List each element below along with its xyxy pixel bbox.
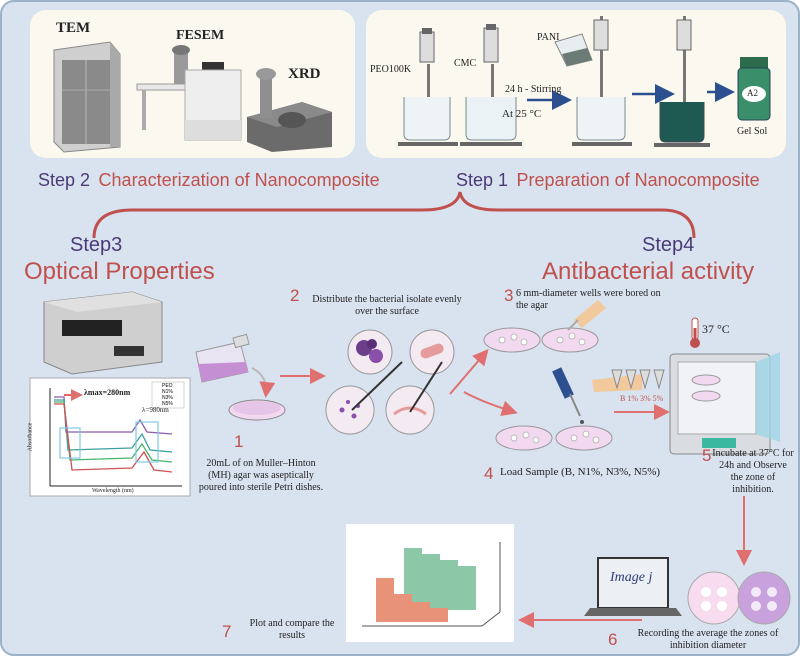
step-1-number: 1 xyxy=(234,432,244,451)
step-5-text: Incubate at 37°C for 24h and Observe the… xyxy=(712,448,794,495)
tem-label: TEM xyxy=(56,20,91,36)
step-2-number: 2 xyxy=(290,286,300,305)
step2-number: Step 2 xyxy=(38,170,91,190)
legend-n1: N1% xyxy=(162,389,173,395)
step1-title: Preparation of Nanocomposite xyxy=(516,170,760,190)
y-axis-label: Absorbance xyxy=(27,422,34,452)
step-2-text: Distribute the bacterial isolate evenly … xyxy=(312,294,462,317)
thermometer-icon xyxy=(690,317,700,348)
image-j-label: Image j xyxy=(610,570,653,585)
step-4-text: Load Sample (B, N1%, N3%, N5%) xyxy=(500,466,661,478)
step1-number: Step 1 xyxy=(456,170,509,190)
fesem-instrument-icon xyxy=(136,45,242,141)
incubator-temp-label: 37 °C xyxy=(702,322,730,336)
legend-peo: PEO xyxy=(162,383,173,389)
spectrophotometer-icon xyxy=(43,291,163,375)
step-3-text: 6 mm-diameter wells were bored on the ag… xyxy=(516,288,661,311)
inhibition-zone-plates xyxy=(687,571,791,625)
laptop-icon xyxy=(584,557,682,616)
peak2-label: λ=980nm xyxy=(142,406,169,414)
step2-header: Step 2 Characterization of Nanocomposite xyxy=(38,170,380,191)
steps-bracket xyxy=(92,191,696,239)
gel-sol-label: Gel Sol xyxy=(737,126,768,137)
stirring-label: 24 h - Stirring xyxy=(505,84,562,95)
loaded-plates xyxy=(495,425,613,451)
x-axis-label: Wavelength (nm) xyxy=(92,488,134,494)
bacteria-spread-plates xyxy=(325,329,455,435)
petri-dish-agar xyxy=(228,399,286,421)
spectrum-legend: PEO N1% N3% N5% xyxy=(162,383,173,407)
cmc-beaker-stirrer xyxy=(460,24,522,146)
vial-label: A2 xyxy=(747,88,758,98)
gel-vial xyxy=(737,57,771,121)
step-3-number: 3 xyxy=(504,286,514,305)
results-3d-bar-chart xyxy=(346,524,514,642)
step-5-number: 5 xyxy=(702,446,712,465)
step4-number: Step4 xyxy=(642,234,695,256)
peo-label: PEO100K xyxy=(370,64,412,75)
step-6-number: 6 xyxy=(608,630,618,649)
step1-header: Step 1 Preparation of Nanocomposite xyxy=(456,170,760,191)
cmc-label: CMC xyxy=(454,58,477,69)
step4-title: Antibacterial activity xyxy=(542,258,755,285)
step-6-text: Recording the average the zones of inhib… xyxy=(637,628,779,651)
legend-n5: N5% xyxy=(162,401,173,407)
step-7-text: Plot and compare the results xyxy=(249,618,335,641)
temperature-label: At 25 °C xyxy=(502,108,542,120)
tem-instrument-icon xyxy=(53,41,121,153)
peo-beaker-stirrer xyxy=(398,28,458,146)
fesem-label: FESEM xyxy=(176,28,225,43)
pani-label: PANI xyxy=(537,32,560,43)
sample-tubes xyxy=(611,369,665,390)
absorbance-spectrum-chart xyxy=(29,377,191,497)
tube-labels: B 1% 3% 5% xyxy=(620,394,664,403)
step3-number: Step3 xyxy=(70,234,123,256)
step-4-number: 4 xyxy=(484,464,494,483)
xrd-instrument-icon xyxy=(247,68,332,152)
step-1-text: 20mL of on Muller–Hinton (MH) agar was a… xyxy=(198,458,324,493)
xrd-label: XRD xyxy=(288,66,321,82)
step3-title: Optical Properties xyxy=(24,258,215,285)
legend-n3: N3% xyxy=(162,395,173,401)
mixed-beaker-stirrer xyxy=(654,16,710,147)
agar-flask-icon xyxy=(195,333,250,383)
pani-pour-beaker xyxy=(554,16,632,146)
incubator-icon xyxy=(669,352,780,455)
step2-title: Characterization of Nanocomposite xyxy=(98,170,380,190)
step-7-number: 7 xyxy=(222,622,232,641)
plates-with-wells xyxy=(483,300,606,353)
lambda-max-label: λmax=280nm xyxy=(84,388,131,397)
